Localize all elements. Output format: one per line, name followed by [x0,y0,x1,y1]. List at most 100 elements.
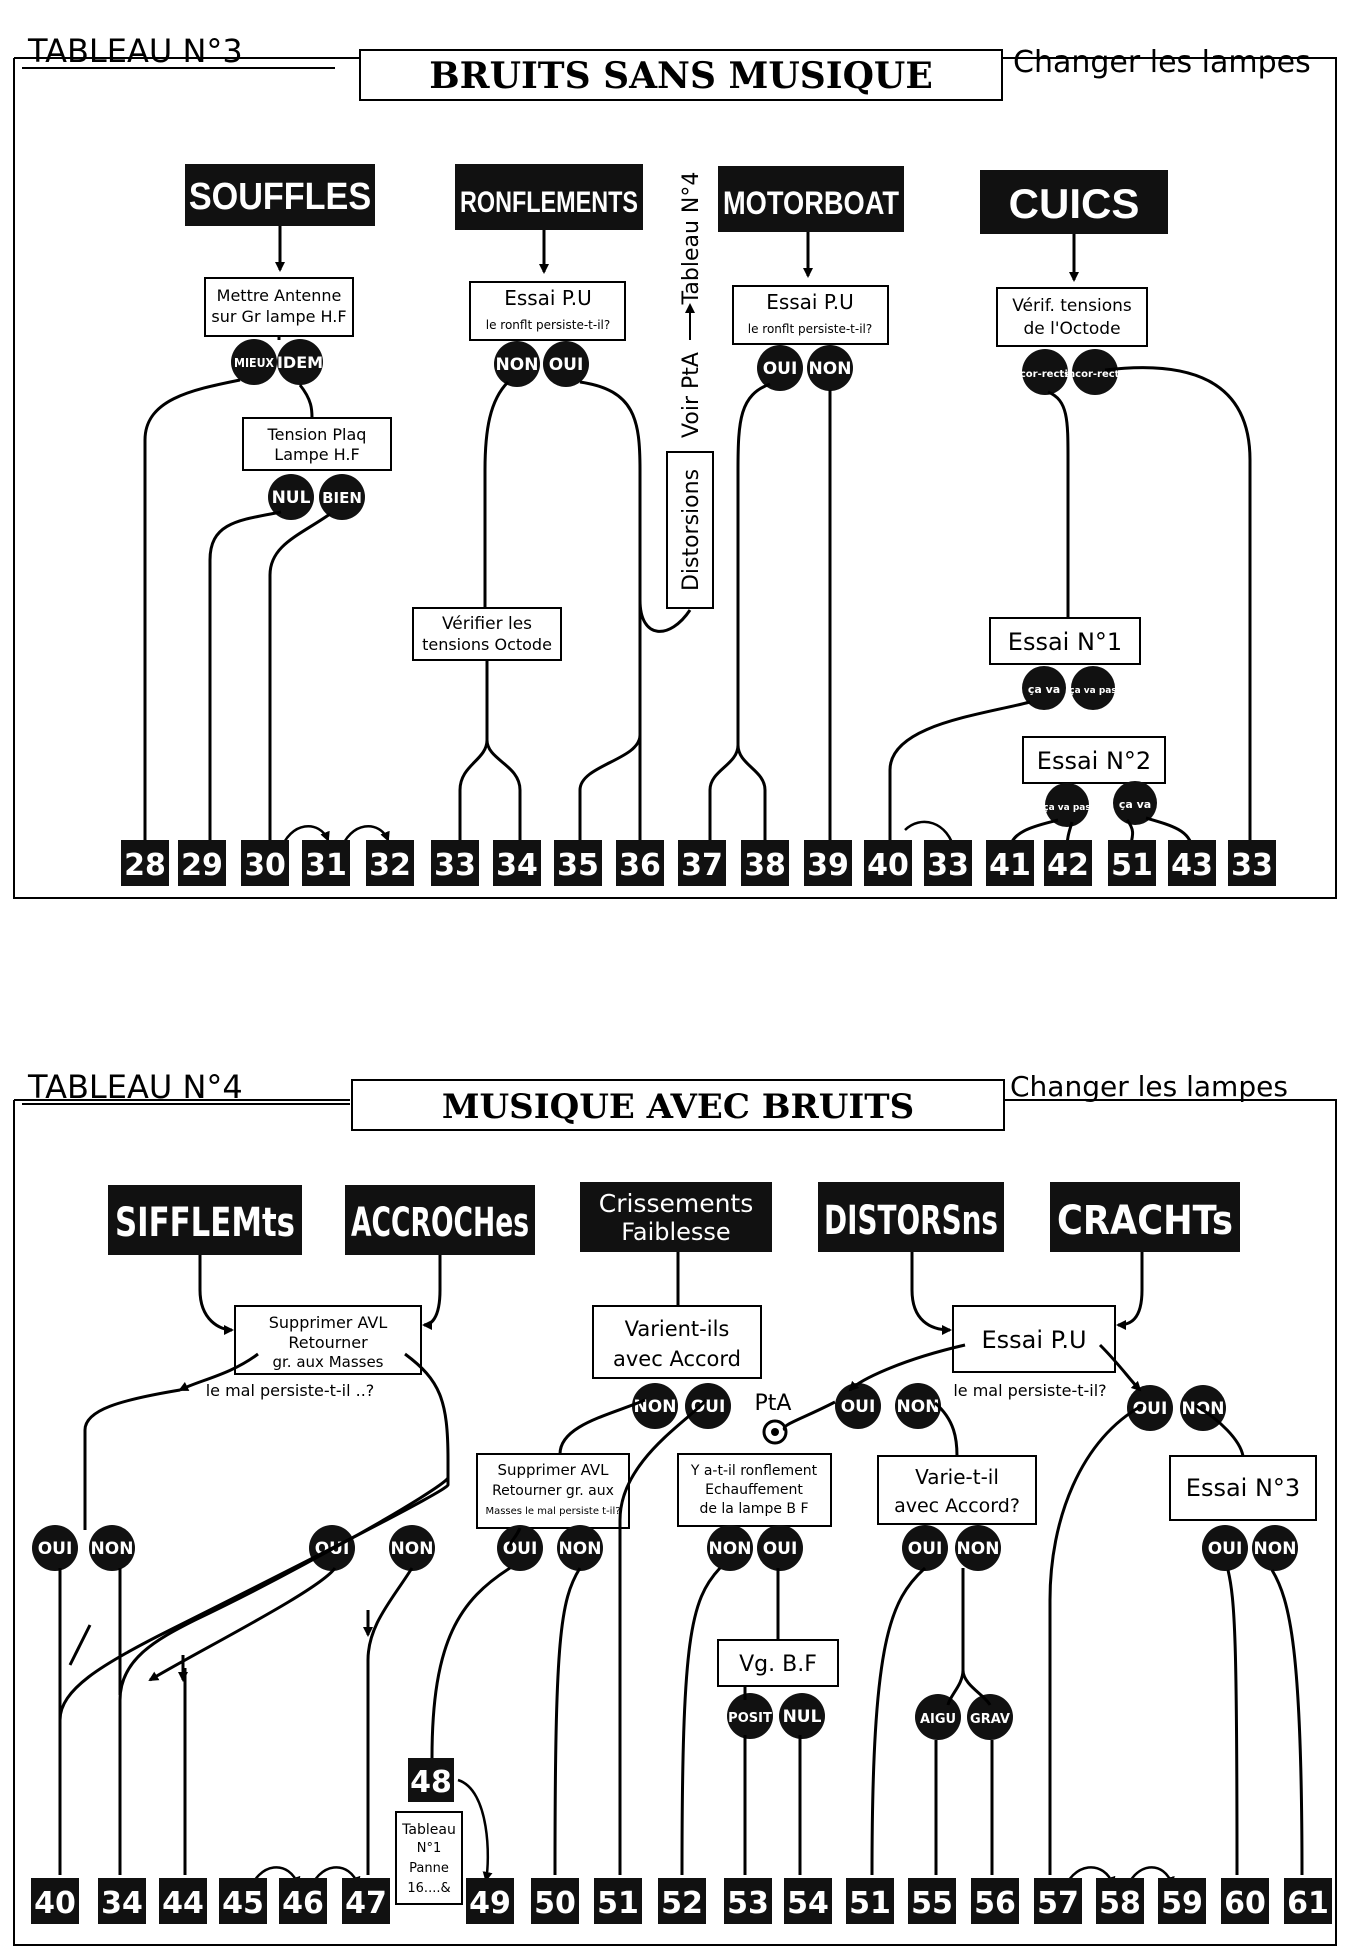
box-antenne-l1: Mettre Antenne [217,286,342,305]
outcome-box-bg [924,840,972,886]
outcome-number: 59 [1161,1886,1203,1921]
outcome-box-bg [1108,840,1156,886]
box-supprimer-1-l1: Supprimer AVL [269,1313,388,1332]
outcome-box-bg [864,840,912,886]
box-48-text: 48 [410,1765,452,1800]
circle-oui-8: OUI [902,1525,948,1571]
circle-incorrects: incor-rects [1065,349,1125,395]
circle-oui-4: OUI [835,1383,881,1429]
circle-label: OUI [908,1539,943,1559]
box-tension-plaq [242,417,392,471]
outcome-box: 39 [804,840,852,886]
outcome-number: 31 [305,848,347,883]
svg-text:ça va pas: ça va pas [1069,686,1117,696]
box-verifier-tensions-l2: tensions Octode [422,635,552,654]
circle-label: OUI [1133,1399,1168,1419]
outcome-box: 44 [159,1878,207,1924]
outcome-box-bg [121,840,169,886]
outcome-box-bg [971,1878,1019,1924]
svg-text:BIEN: BIEN [322,489,362,507]
outcome-box-bg [31,1878,79,1924]
box-varietil-l1: Varie-t-il [915,1465,999,1489]
outcome-box-bg [1034,1878,1082,1924]
header-sifflem-text: SIFFLEMts [115,1200,295,1246]
outcome-number: 50 [534,1886,576,1921]
tableau-4-label: TABLEAU N°4 [27,1068,243,1106]
circle-bg [685,1383,731,1429]
tableau-3-corner-note: Changer les lampes [1013,45,1311,80]
outcome-box: 43 [1168,840,1216,886]
outcome-box-bg [431,840,479,886]
circle-mieux: MIEUX [231,339,277,385]
outcome-box: 32 [366,840,414,886]
circle-label: OUI [841,1397,876,1417]
header-motorboat [718,166,904,232]
outcome-box-bg [466,1878,514,1924]
header-accroch-text: ACCROCHes [351,1200,529,1246]
tableau-3-label: TABLEAU N°3 [27,32,243,70]
outcome-number: 29 [181,848,223,883]
box-essai-pu-b-l2: le ronflt persiste-t-il? [748,322,873,336]
circle-bg [632,1383,678,1429]
box-distorsions [666,451,714,609]
circle-aigu: AIGU [915,1694,961,1740]
header-crissements-l2: Faiblesse [621,1218,730,1246]
box-supprimer-1-l3: gr. aux Masses [273,1353,384,1371]
box-supprimer-2 [476,1453,630,1529]
outcome-number: 43 [1171,848,1213,883]
svg-text:MIEUX: MIEUX [234,356,275,370]
svg-text:OUI: OUI [549,355,584,375]
circle-corrects: cor-rects [1020,349,1070,395]
header-distors-text: DISTORSns [824,1198,998,1244]
outcome-box: 29 [178,840,226,886]
header-cuics-text: CUICS [1009,180,1140,227]
outcome-box-bg [342,1878,390,1924]
circle-cava-1: ça va [1022,666,1066,710]
svg-text:ça va: ça va [1028,683,1060,696]
box-verif-octode-l2: de l'Octode [1023,319,1120,339]
outcome-box: 47 [342,1878,390,1924]
header-distors [818,1182,1004,1252]
box-verifier-tensions [412,607,562,661]
tableau-4-corner-note: Changer les lampes [1010,1070,1288,1103]
circle-bg [1127,1385,1173,1431]
circle-non-5: NON [557,1525,603,1571]
outcome-number: 49 [469,1886,511,1921]
box-essai-pu [952,1305,1116,1373]
box-yatil-l2: Echauffement [705,1482,803,1498]
title-box-4 [351,1079,1005,1131]
outcome-box: 34 [98,1878,146,1924]
outcome-number: 35 [557,848,599,883]
outcome-box: 56 [971,1878,1019,1924]
header-sifflem [108,1185,302,1255]
outcome-number: 44 [162,1886,204,1921]
circle-oui-9: OUI [1202,1525,1248,1571]
svg-text:OUI: OUI [763,359,798,379]
outcome-number: 33 [1231,848,1273,883]
header-ronflements-text: RONFLEMENTS [460,186,638,219]
outcome-box-bg [724,1878,772,1924]
header-crissements [580,1182,772,1252]
outcome-box-bg [846,1878,894,1924]
outcome-box: 36 [616,840,664,886]
outcome-number: 54 [787,1886,829,1921]
outcome-box: 57 [1034,1878,1082,1924]
circle-oui-3: OUI [685,1383,731,1429]
circle-non-1: NON [89,1525,135,1571]
outcome-box-bg [279,1878,327,1924]
outcome-number: 28 [124,848,166,883]
outcome-number: 34 [496,848,538,883]
outcome-box: 54 [784,1878,832,1924]
box-essai-1 [989,617,1141,665]
box-tableau-1-l3: Panne [409,1861,449,1876]
outcome-box: 60 [1221,1878,1269,1924]
circle-oui-b: OUI [757,345,803,391]
outcome-box: 40 [31,1878,79,1924]
circle-bg [955,1525,1001,1571]
box-verif-octode [996,287,1148,347]
outcome-number: 40 [867,848,909,883]
circle-label: OUI [38,1539,73,1559]
circle-bien: BIEN [319,474,365,520]
outcome-box-bg [1096,1878,1144,1924]
